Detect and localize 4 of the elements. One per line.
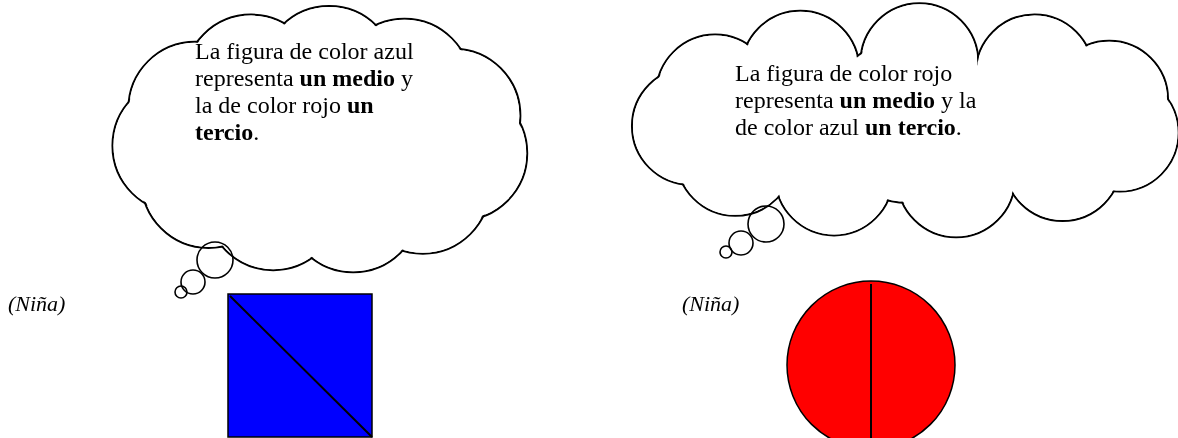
speaker-label: (Niña) [682,291,740,317]
thought-text: La figura de color azul representa un medio y la de color rojo un tercio. [195,38,415,146]
thought-text: La figura de color rojo representa un medio y la de color azul un tercio. [735,60,978,141]
speaker-label: (Niña) [8,291,66,317]
